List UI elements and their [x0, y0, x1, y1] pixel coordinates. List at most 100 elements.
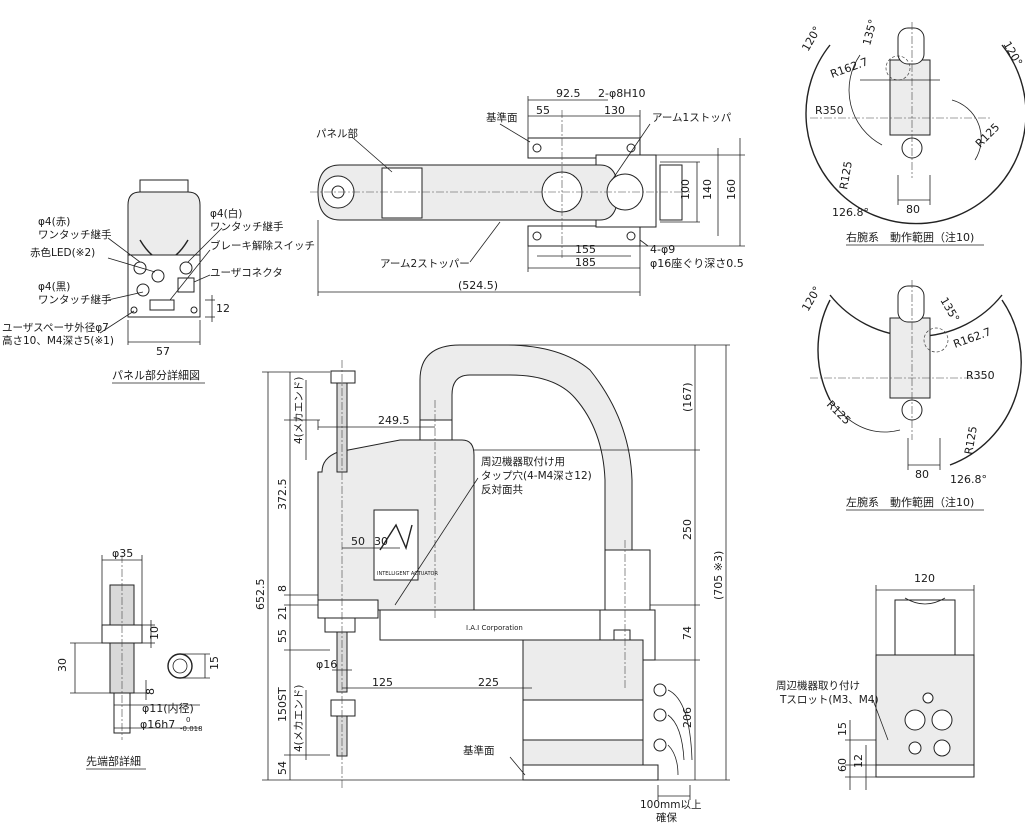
right-a135: 135°	[860, 18, 879, 47]
base-foot	[522, 764, 659, 781]
panel-block	[381, 167, 423, 219]
red-led	[151, 269, 165, 283]
right-a120: 120°	[799, 24, 824, 53]
left-r125b: R125	[962, 425, 980, 455]
top-dim-55: 55	[536, 104, 550, 117]
user-spacer-label-2: 高さ10、M4深さ5(※1)	[2, 334, 114, 347]
side-dim-249-5: 249.5	[378, 414, 410, 427]
side-dim-55: 55	[276, 629, 289, 643]
left-robot-body	[889, 317, 931, 399]
top-dim-100: 100	[679, 179, 692, 200]
tap-hole-label-3: 反対面共	[481, 483, 523, 496]
side-dim-54: 54	[276, 761, 289, 775]
phi4-white-fitting	[179, 261, 193, 275]
right-r350: R350	[815, 104, 844, 117]
left-d80: 80	[915, 468, 929, 481]
phi4-white-label-1: φ4(白)	[210, 207, 242, 220]
left-r350: R350	[966, 369, 995, 382]
side-dim-8: 8	[276, 585, 289, 592]
tip-dim-30: 30	[56, 658, 69, 672]
base-flange-top	[527, 137, 641, 159]
tap-hole-label-1: 周辺機器取付け用	[481, 455, 565, 468]
logo-text: INTELLIGENT ACTUATOR	[377, 571, 438, 577]
tslot-label-2: Tスロット(M3、M4)	[779, 694, 879, 706]
phi4-black-label-2: ワンタッチ継手	[38, 293, 112, 306]
logo-panel	[373, 509, 419, 581]
tip-dim-8: 8	[144, 688, 157, 695]
logo-mark	[379, 523, 413, 551]
right-r162-7: R162.7	[829, 55, 870, 81]
top-dim-92-5: 92.5	[556, 87, 581, 100]
top-dim-130: 130	[604, 104, 625, 117]
side-dim-225: 225	[478, 676, 499, 689]
right-arm-range-view	[805, 22, 1025, 225]
panel-detail-caption: パネル部分詳細図	[112, 368, 200, 382]
side-dim-125: 125	[372, 676, 393, 689]
user-connector	[177, 277, 195, 293]
side-view	[262, 344, 730, 800]
arm2-stopper-label: アーム2ストッパー	[380, 258, 470, 270]
arm1-stopper-label: アーム1ストッパ	[652, 112, 732, 124]
left-a126-8: 126.8°	[950, 473, 987, 486]
tip-tol-lower: -0.018	[180, 725, 203, 733]
panel-part-label: パネル部	[316, 127, 358, 140]
tip-dim-phi35: φ35	[112, 547, 133, 560]
right-r125a: R125	[837, 160, 855, 190]
right-range-outer-arc	[805, 44, 1025, 225]
clearance-label-1: 100mm以上	[640, 799, 702, 811]
brake-switch-label: ブレーキ解除スイッチ	[210, 239, 315, 252]
side-datum-plane-label: 基準面	[463, 744, 495, 757]
phi4-white-label-2: ワンタッチ継手	[210, 220, 284, 233]
right-robot-body	[889, 59, 931, 136]
tip-dim-phi11: φ11(内径)	[142, 701, 194, 715]
right-d80: 80	[906, 203, 920, 216]
side-dim-74: 74	[681, 626, 694, 640]
side-dim-21: 21	[276, 606, 289, 620]
mech-end-bottom: 4(メカエンド)	[293, 685, 305, 752]
top-dim-155: 155	[575, 243, 596, 256]
side-dim-167: (167)	[681, 382, 694, 412]
user-spacer	[190, 306, 198, 314]
left-a135: 135°	[937, 295, 962, 324]
phi4-red-fitting	[133, 261, 147, 275]
brand-label: I.A.I Corporation	[466, 624, 523, 632]
side-dim-50: 50	[351, 535, 365, 548]
left-a120: 120°	[799, 284, 824, 313]
shaft-clamp	[324, 617, 356, 633]
mech-end-top: 4(メカエンド)	[293, 377, 305, 444]
top-dim-counterbore: φ16座ぐり深さ0.5	[650, 256, 744, 270]
top-dim-2phi8: 2-φ8H10	[598, 87, 646, 100]
phi4-black-label-1: φ4(黒)	[38, 281, 70, 293]
end-dim-15: 15	[836, 722, 849, 736]
lower-arm	[379, 609, 601, 641]
end-dim-12: 12	[852, 754, 865, 768]
phi4-red-label-1: φ4(赤)	[38, 216, 70, 228]
red-led-label: 赤色LED(※2)	[30, 246, 95, 259]
end-dim-120: 120	[914, 572, 935, 585]
panel-dim-57: 57	[156, 345, 170, 358]
end-column	[894, 599, 956, 656]
tip-dim-10: 10	[148, 626, 161, 640]
tslot-label-1: 周辺機器取り付け	[776, 679, 860, 692]
side-dim-705: (705 ※3)	[712, 551, 725, 600]
side-dim-150st: 150ST	[276, 687, 289, 722]
left-r125a: R125	[824, 398, 853, 427]
end-dim-60: 60	[836, 758, 849, 772]
side-dim-30: 30	[374, 535, 388, 548]
right-a120b: 120°	[1000, 39, 1025, 68]
side-dim-250: 250	[681, 519, 694, 540]
end-base	[875, 654, 975, 776]
user-spacer-label-1: ユーザスペーサ外径φ7	[2, 321, 109, 334]
left-arm-range-view	[810, 280, 1022, 470]
tip-end-circle-inner	[172, 658, 188, 674]
tip-dim-phi16h7: φ16h7	[140, 718, 175, 731]
right-r125b: R125	[973, 121, 1002, 150]
base-flange-bottom	[527, 225, 641, 247]
top-dim-140: 140	[701, 179, 714, 200]
end-view	[845, 585, 975, 790]
user-connector-label: ユーザコネクタ	[210, 267, 283, 279]
top-dim-4phi9: 4-φ9	[650, 243, 675, 256]
side-dim-phi16: φ16	[316, 658, 337, 671]
left-range-caption: 左腕系 動作範囲（注10)	[846, 495, 974, 509]
tip-dim-15: 15	[208, 656, 221, 670]
